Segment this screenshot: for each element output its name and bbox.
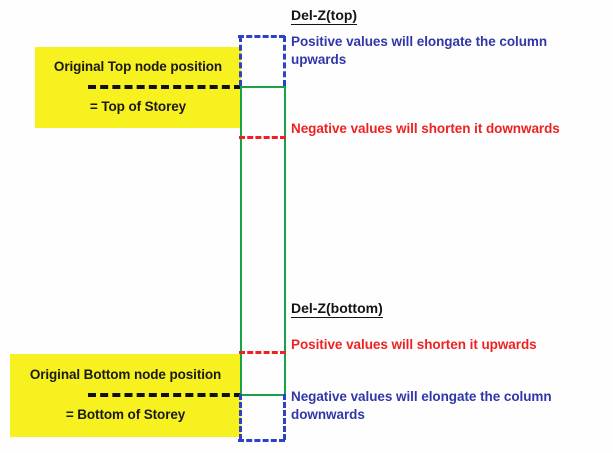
annotation-top-negative: Negative values will shorten it downward… — [291, 121, 560, 136]
annotation-bottom-positive: Positive values will shorten it upwards — [291, 337, 537, 352]
top-shortening-dashed-line — [239, 136, 286, 139]
column-left-edge — [240, 86, 242, 395]
top-extension-cap-line — [238, 35, 285, 38]
bottom-extension-left-edge — [239, 394, 242, 440]
bottom-extension-right-edge — [283, 394, 286, 440]
top-extension-left-edge — [239, 36, 242, 86]
top-node-position-dashed-line — [88, 85, 242, 89]
annotation-top-positive: Positive values will elongate the column… — [291, 34, 548, 67]
bottom-shortening-dashed-line — [239, 351, 286, 354]
column-right-edge — [284, 86, 286, 395]
bottom-node-position-dashed-line — [88, 393, 242, 397]
bottom-node-label-secondary: = Bottom of Storey — [65, 407, 186, 422]
column-top-edge — [240, 86, 286, 88]
bottom-node-label-primary: Original Bottom node position — [29, 367, 222, 382]
del-z-top-heading: Del-Z(top) — [291, 7, 358, 25]
bottom-extension-cap-line — [238, 439, 285, 442]
del-z-bottom-heading: Del-Z(bottom) — [291, 300, 383, 318]
top-node-label-primary: Original Top node position — [53, 59, 223, 74]
top-extension-right-edge — [283, 36, 286, 86]
column-bottom-edge — [240, 394, 286, 396]
top-node-label-secondary: = Top of Storey — [89, 99, 187, 114]
annotation-bottom-negative: Negative values will elongate the column… — [291, 389, 552, 422]
